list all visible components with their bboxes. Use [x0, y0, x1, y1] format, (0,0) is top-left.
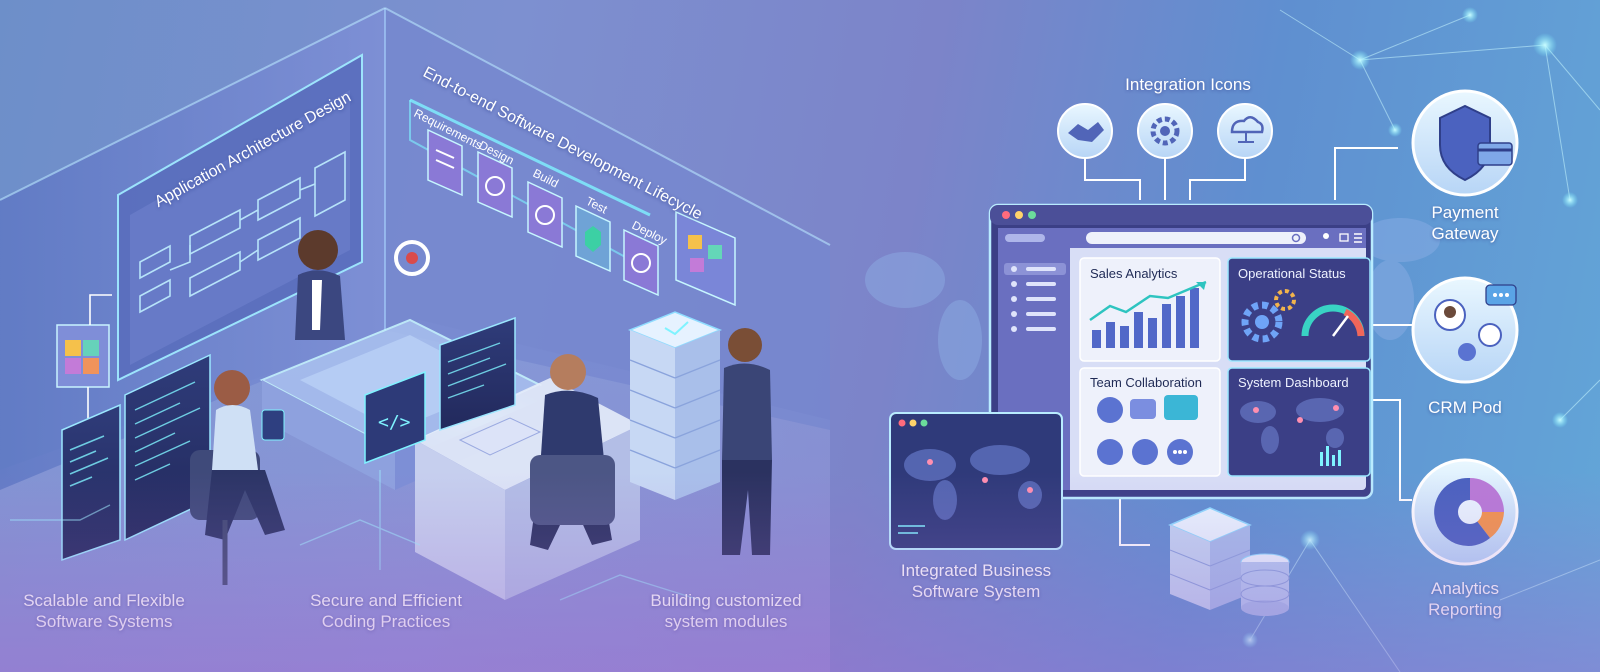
sales-bars — [1092, 288, 1199, 348]
caption-secure: Secure and Efficient Coding Practices — [276, 590, 496, 632]
team-man-desk — [530, 354, 615, 550]
dashboard-window — [988, 203, 1374, 500]
code-monitors — [61, 353, 211, 562]
caption-secure-line1: Secure and Efficient — [310, 591, 462, 610]
puzzle-icon — [56, 294, 112, 420]
integration-connectors — [1084, 147, 1412, 546]
caption-customized-line2: system modules — [664, 612, 788, 631]
caption-customized: Building customized system modules — [616, 590, 836, 632]
caption-scalable-line2: Software Systems — [35, 612, 173, 631]
panel-sales-analytics-title: Sales Analytics — [1090, 266, 1178, 281]
integration-gear-icon — [1137, 103, 1193, 159]
architecture-board — [117, 53, 363, 382]
stage-build-icon — [527, 180, 563, 249]
team-woman-left — [190, 370, 285, 585]
chat-icon — [1130, 399, 1156, 419]
panel-system-dashboard-title: System Dashboard — [1238, 375, 1349, 390]
payment-gateway-label-line1: Payment — [1431, 203, 1499, 222]
caption-customized-line1: Building customized — [650, 591, 802, 610]
message-icon — [1164, 395, 1198, 420]
panel-operational-status-title: Operational Status — [1238, 266, 1346, 281]
analytics-reporting-node — [1411, 458, 1519, 566]
analytics-reporting-label-line2: Reporting — [1428, 600, 1502, 619]
crm-pod-label: CRM Pod — [1405, 397, 1525, 418]
integrated-caption: Integrated Business Software System — [876, 560, 1076, 602]
integration-handshake-icon — [1057, 103, 1113, 159]
server-stack-left — [627, 311, 723, 500]
caption-secure-line2: Coding Practices — [321, 612, 451, 631]
search-icon — [1291, 233, 1301, 243]
menu-icon — [1354, 233, 1362, 243]
world-map-background — [865, 218, 1440, 380]
lifecycle-strip — [409, 98, 736, 307]
gear-icon — [1241, 301, 1283, 343]
crm-pod-label-line1: CRM Pod — [1428, 398, 1502, 417]
server-stack-right — [1168, 507, 1252, 610]
team-woman-center — [295, 230, 430, 340]
floor-circuits — [10, 470, 701, 601]
integration-cloud-network-icon — [1217, 103, 1273, 159]
stage-test-icon — [575, 204, 611, 273]
payment-gateway-label-line2: Gateway — [1431, 224, 1499, 243]
cart-icon — [1339, 233, 1349, 242]
stage-requirements-icon — [427, 128, 463, 197]
payment-gateway-node — [1411, 89, 1519, 197]
panel-team-collaboration-title: Team Collaboration — [1090, 375, 1203, 390]
payment-gateway-label: Payment Gateway — [1405, 202, 1525, 244]
avatar — [1097, 397, 1123, 423]
svg-text:</>: </> — [378, 412, 411, 433]
stage-deploy-icon — [623, 228, 659, 297]
analytics-reporting-label: Analytics Reporting — [1405, 578, 1525, 620]
integration-title: Integration Icons — [1125, 75, 1251, 94]
team-man-standing — [722, 328, 772, 555]
integrated-caption-line2: Software System — [911, 582, 1041, 601]
network-dots — [1242, 7, 1578, 648]
caption-scalable: Scalable and Flexible Software Systems — [0, 590, 214, 632]
integrated-business-monitor — [889, 412, 1063, 550]
user-icon — [1323, 233, 1329, 239]
integrated-caption-line1: Integrated Business — [900, 561, 1052, 580]
crm-pod-node — [1411, 276, 1519, 384]
puzzle-screen-icon — [675, 210, 736, 307]
analytics-reporting-label-line1: Analytics — [1430, 579, 1500, 598]
database-icon — [1240, 553, 1290, 616]
dashboard-search-input — [1086, 232, 1306, 244]
stage-design-icon — [477, 150, 513, 219]
caption-scalable-line1: Scalable and Flexible — [23, 591, 185, 610]
magnifier-icon — [394, 240, 430, 276]
